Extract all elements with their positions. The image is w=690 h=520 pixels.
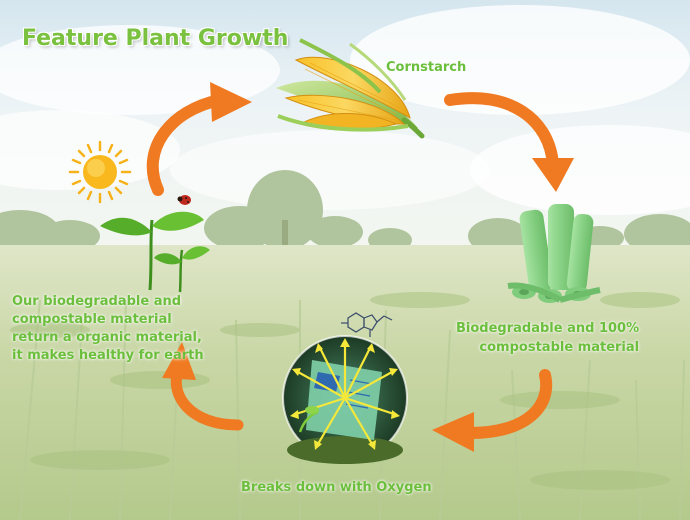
oxygen-circle-icon: [282, 335, 408, 464]
arrow-oxygen-to-earth: [162, 342, 244, 431]
seedling-icon: [100, 211, 210, 293]
bag-rolls-icon: [507, 204, 601, 303]
arrow-corn-to-bag: [444, 92, 574, 192]
molecule-icon: [341, 312, 393, 337]
arrow-bag-to-oxygen: [432, 369, 553, 452]
sun-icon: [68, 140, 132, 204]
page-title: Feature Plant Growth: [22, 26, 289, 51]
label-cornstarch: Cornstarch: [386, 60, 467, 75]
ladybug-icon: [177, 195, 191, 205]
label-healthy-earth: Our biodegradable and compostable materi…: [12, 294, 204, 363]
arrow-seedling-to-corn: [146, 82, 252, 196]
label-breaks-down-oxygen: Breaks down with Oxygen: [241, 480, 432, 495]
label-compostable-material: Biodegradable and 100% compostable mater…: [456, 321, 640, 355]
corn-icon: [276, 38, 425, 139]
